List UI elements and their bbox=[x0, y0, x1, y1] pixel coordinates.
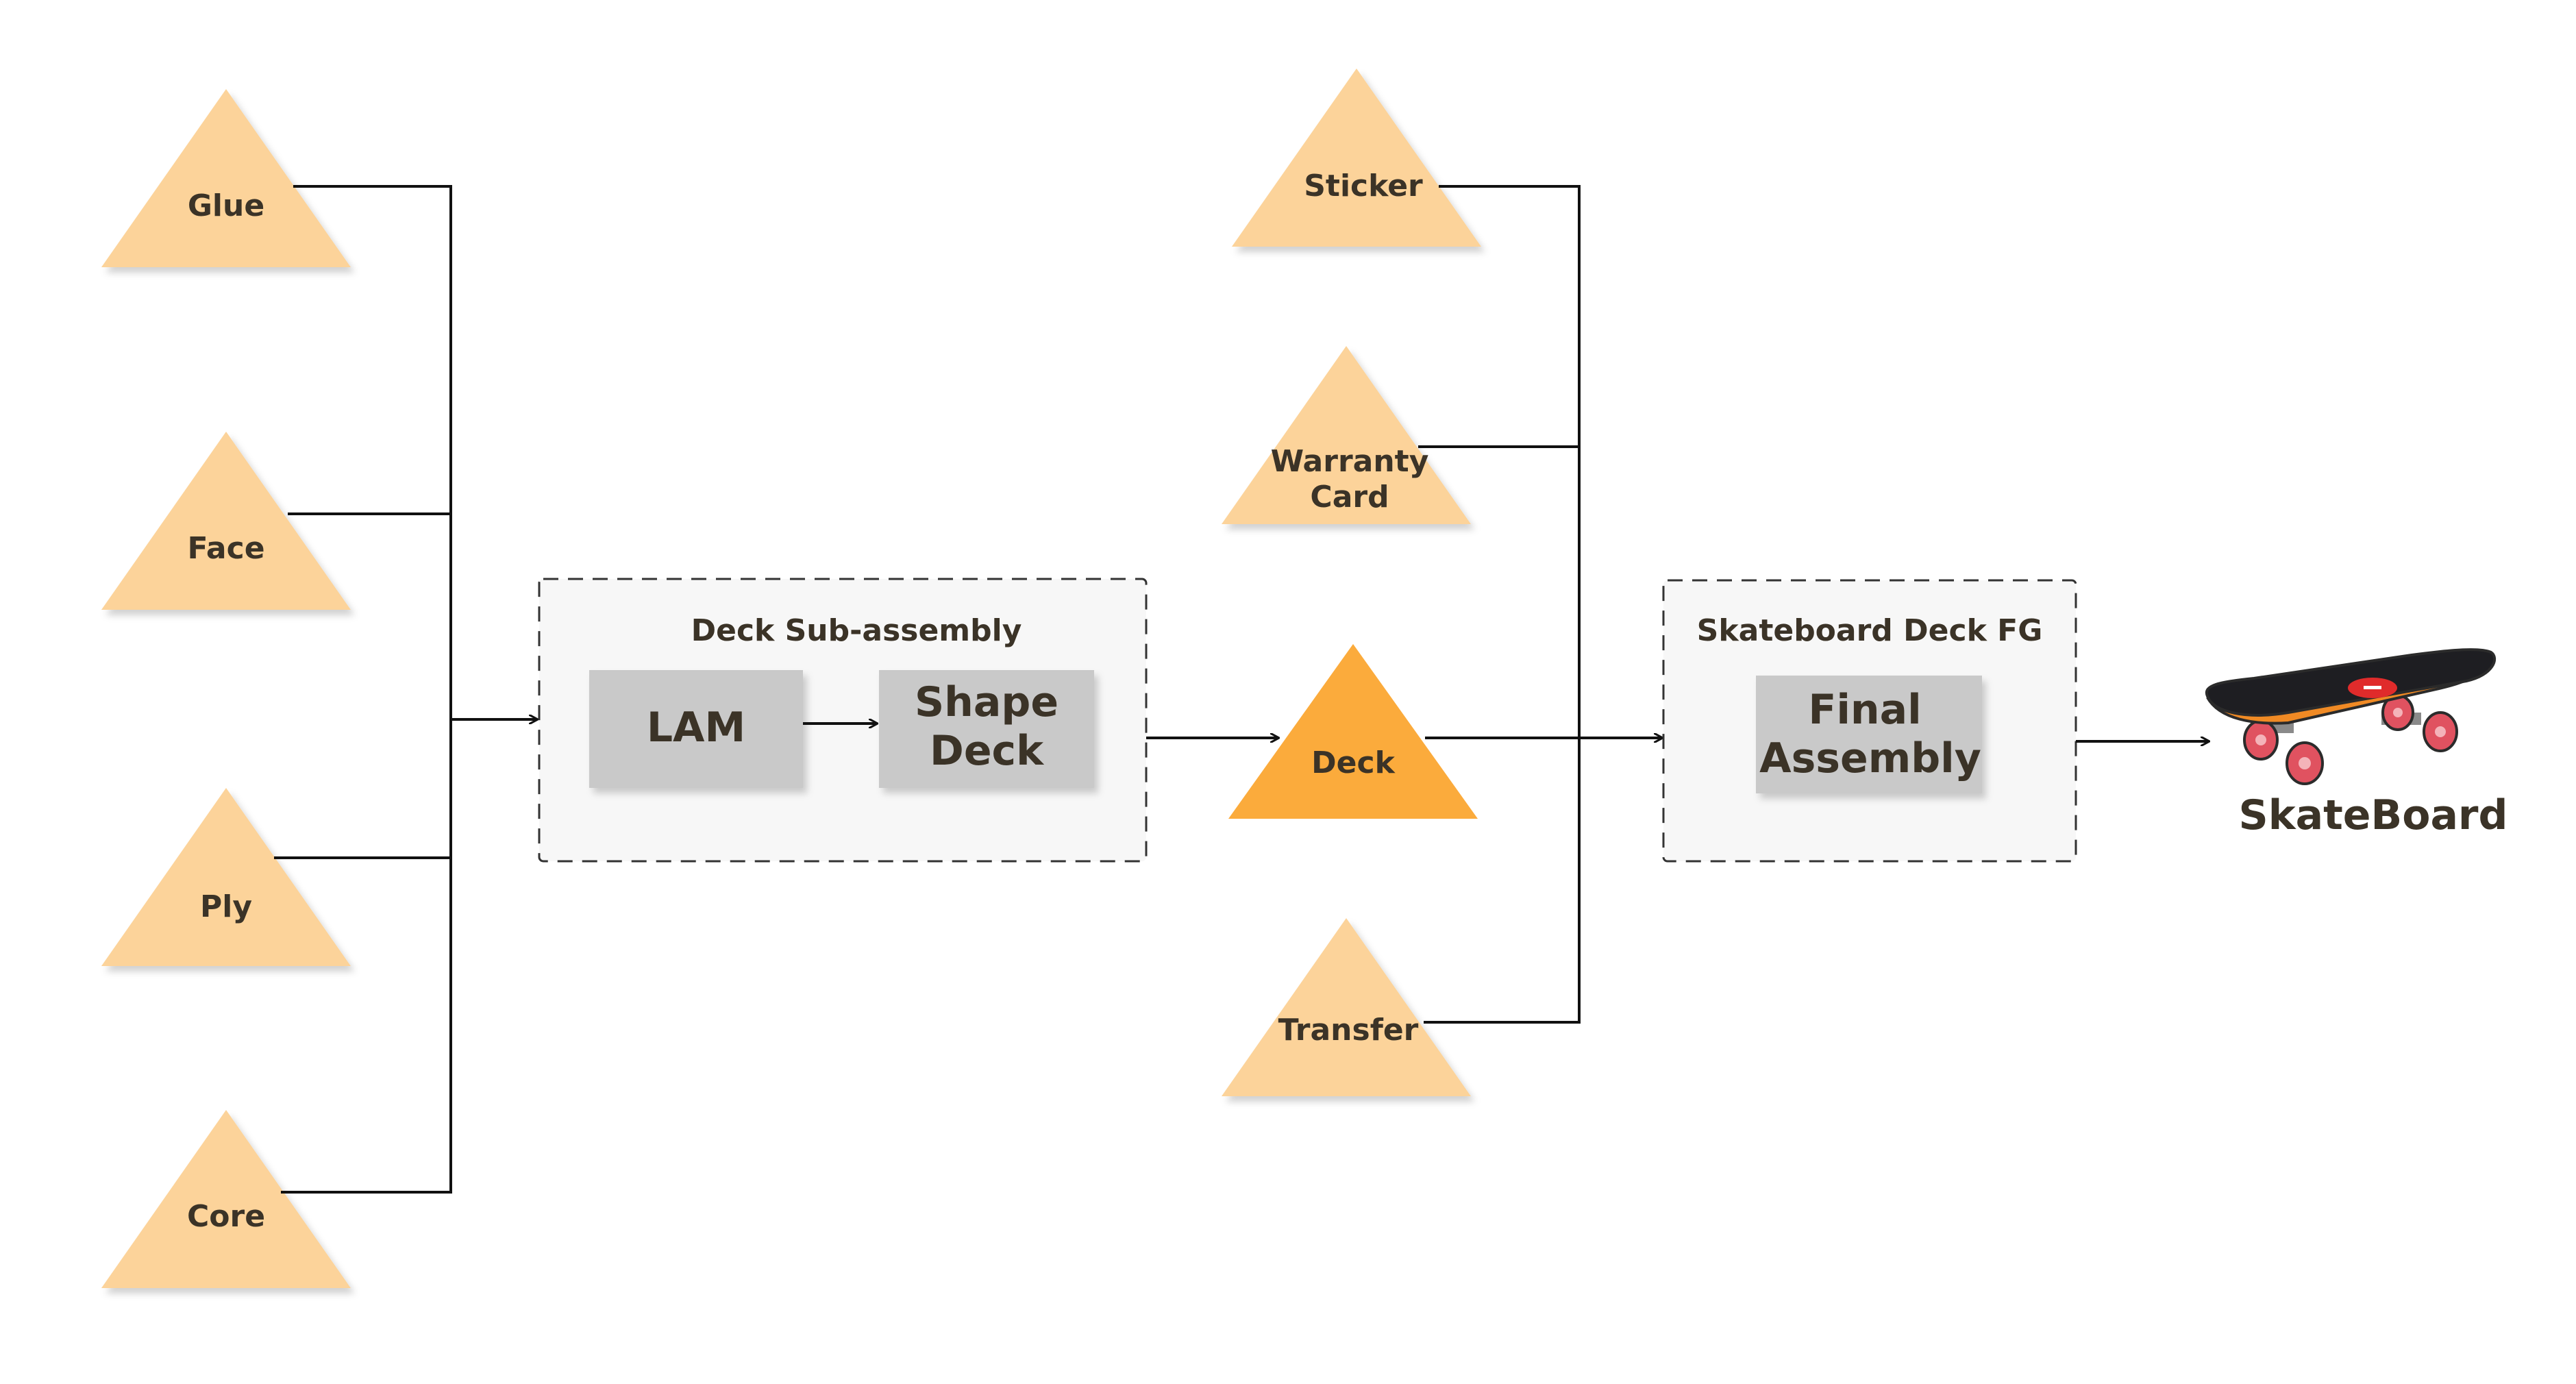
input-core-label: Core bbox=[187, 1199, 265, 1234]
skateboard-deck-fg-group[interactable]: Skateboard Deck FG Final Assembly bbox=[1662, 579, 2077, 863]
deck-intermediate[interactable]: Deck bbox=[1228, 644, 1478, 819]
final-assembly-label-line1: Final bbox=[1808, 686, 1921, 734]
input-glue[interactable]: Glue bbox=[101, 89, 351, 267]
group-frame bbox=[538, 578, 1148, 863]
triangle-shape bbox=[1228, 644, 1478, 819]
wheel-hub bbox=[2435, 726, 2446, 737]
skateboard-icon bbox=[2205, 648, 2497, 785]
input-face-label: Face bbox=[187, 531, 264, 566]
component-transfer[interactable]: Transfer bbox=[1222, 918, 1471, 1096]
input-ply[interactable]: Ply bbox=[101, 788, 351, 966]
input-face[interactable]: Face bbox=[101, 432, 351, 610]
lam-label: LAM bbox=[647, 704, 745, 752]
component-sticker[interactable]: Sticker bbox=[1232, 69, 1481, 247]
final-assembly-label-line2: Assembly bbox=[1759, 734, 1981, 782]
transfer-label: Transfer bbox=[1278, 1013, 1419, 1048]
warranty-label-line1: Warranty bbox=[1271, 444, 1429, 479]
input-glue-label: Glue bbox=[188, 188, 264, 223]
triangle-shape bbox=[101, 89, 351, 267]
wheel-hub bbox=[2299, 757, 2311, 769]
deck-subassembly-title: Deck Sub-assembly bbox=[691, 613, 1022, 648]
process-box bbox=[1756, 676, 1982, 793]
triangle-shape bbox=[1222, 918, 1471, 1096]
product-label: SkateBoard bbox=[2239, 791, 2508, 839]
warranty-label-line2: Card bbox=[1310, 480, 1389, 515]
triangle-shape bbox=[1232, 69, 1481, 247]
wheel-hub bbox=[2255, 734, 2266, 745]
component-warranty-card[interactable]: Warranty Card bbox=[1222, 346, 1471, 524]
triangle-shape bbox=[101, 788, 351, 966]
input-core[interactable]: Core bbox=[101, 1110, 351, 1288]
deck-top bbox=[2205, 648, 2497, 717]
final-assembly-process[interactable]: Final Assembly bbox=[1756, 676, 1982, 793]
shape-deck-process[interactable]: Shape Deck bbox=[879, 670, 1094, 788]
triangle-shape bbox=[101, 432, 351, 610]
input-ply-label: Ply bbox=[200, 889, 252, 924]
triangle-shape bbox=[101, 1110, 351, 1288]
process-box bbox=[589, 670, 803, 788]
wheel-hub bbox=[2393, 708, 2403, 717]
input-connectors bbox=[274, 185, 537, 1194]
triangle-shape bbox=[1222, 346, 1471, 524]
sticker-label: Sticker bbox=[1304, 169, 1423, 203]
lam-process[interactable]: LAM bbox=[589, 670, 803, 788]
component-connectors bbox=[1418, 185, 1662, 1024]
deck-logo-mark bbox=[2364, 686, 2381, 689]
shape-deck-label-line2: Deck bbox=[930, 727, 1045, 775]
final-group-title: Skateboard Deck FG bbox=[1697, 613, 2043, 648]
shape-deck-label-line1: Shape bbox=[915, 678, 1058, 726]
deck-label: Deck bbox=[1311, 745, 1396, 780]
process-box bbox=[879, 670, 1094, 788]
deck-subassembly-group[interactable]: Deck Sub-assembly LAM Shape Deck bbox=[538, 578, 1148, 863]
